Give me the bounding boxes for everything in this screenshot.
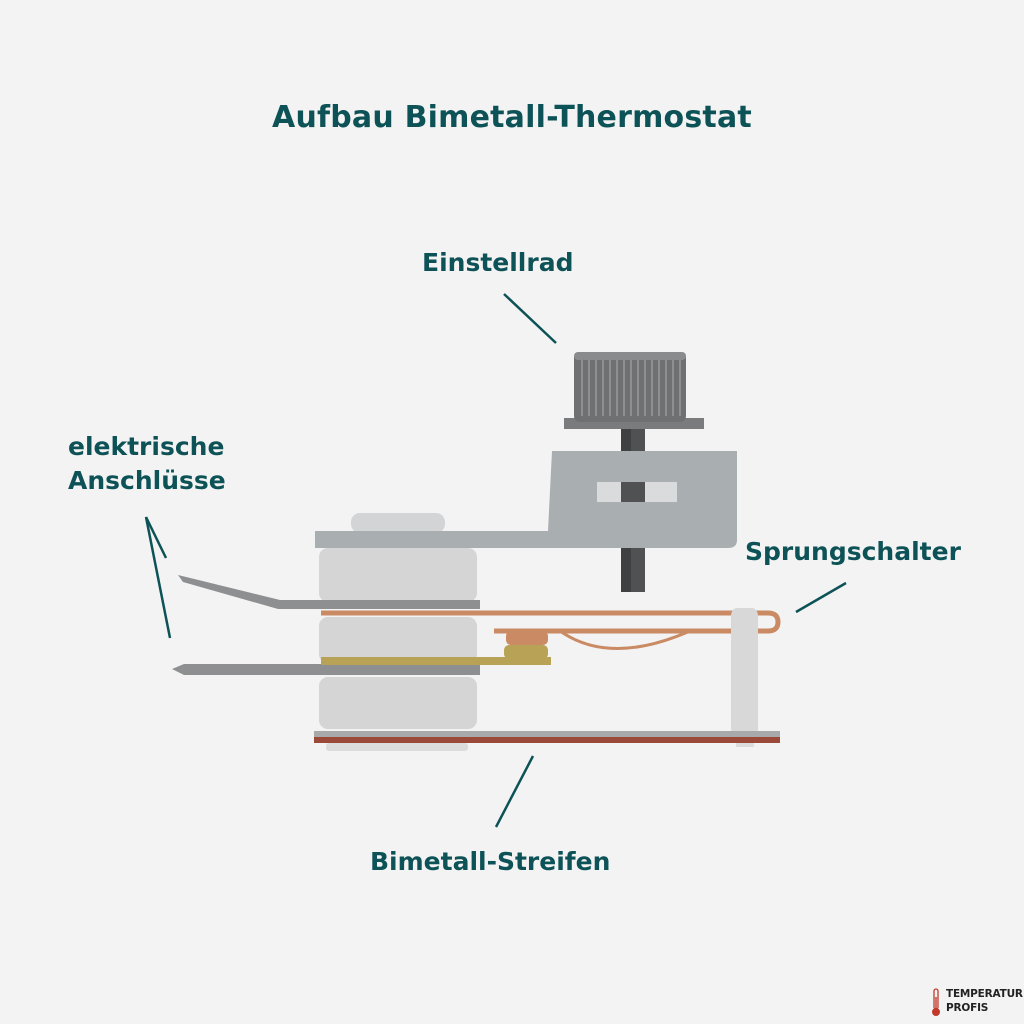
leader-anschluesse-bottom [144, 516, 172, 639]
spring-arc [559, 629, 691, 650]
bimetal-strip-top [314, 731, 780, 737]
label-anschluesse-line1: elektrische [68, 432, 225, 461]
adjusting-knob [564, 352, 704, 429]
leader-einstellrad [503, 293, 557, 344]
label-sprungschalter: Sprungschalter [745, 537, 961, 566]
ceramic-pin [731, 608, 758, 737]
lower-contact [504, 645, 548, 659]
label-einstellrad: Einstellrad [422, 248, 574, 277]
screw-in-slot [621, 482, 645, 502]
label-bimetall-streifen: Bimetall-Streifen [370, 847, 611, 876]
leader-anschluesse-top [144, 516, 168, 559]
leader-lines [144, 293, 847, 828]
knob-ribs [581, 360, 681, 416]
page-title: Aufbau Bimetall-Thermostat [272, 100, 752, 135]
logo-line1: TEMPERATUR [946, 988, 1023, 1000]
thermometer-icon [932, 988, 940, 1016]
label-anschluesse-line2: Anschlüsse [68, 466, 226, 495]
upper-bracket [315, 451, 737, 548]
logo-text: TEMPERATUR PROFIS [946, 987, 1023, 1015]
label-elektrische-anschluesse: elektrische Anschlüsse [68, 430, 226, 498]
bimetal-strip-bottom [314, 737, 780, 743]
leader-bimetall [494, 755, 535, 828]
spring-switch [321, 610, 781, 634]
upper-contact [506, 631, 548, 645]
logo-line2: PROFIS [946, 1002, 989, 1014]
terminal-upper [178, 575, 480, 609]
terminal-lower [172, 664, 480, 675]
leader-sprungschalter [795, 581, 847, 614]
brass-strip [321, 657, 551, 665]
brand-logo: TEMPERATUR PROFIS [930, 985, 1023, 1019]
ceramic-stack [319, 513, 477, 751]
